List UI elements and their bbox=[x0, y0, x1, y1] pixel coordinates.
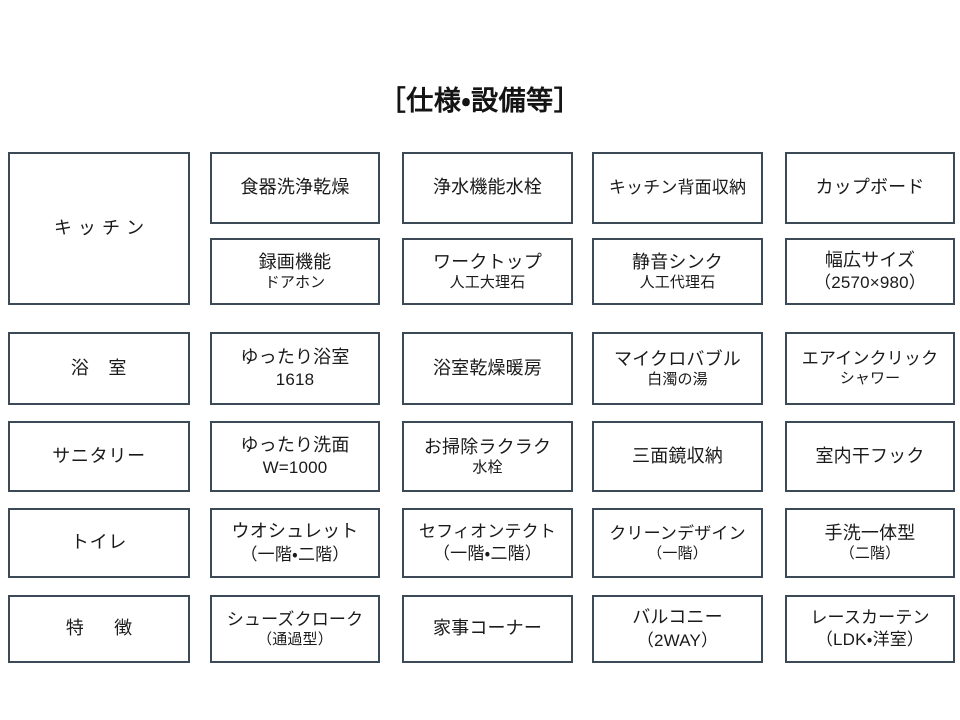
spec-cell-features-1: シューズクローク （通過型） bbox=[210, 595, 380, 663]
spec-cell-sanitary-1: ゆったり洗面 W=1000 bbox=[210, 421, 380, 492]
spec-cell-bathroom-1: ゆったり浴室 1618 bbox=[210, 332, 380, 405]
spec-sub-text: （一階） bbox=[647, 544, 708, 562]
spec-main-text: キッチン背面収納 bbox=[608, 177, 747, 197]
spec-sub-text: （2WAY） bbox=[636, 630, 719, 650]
spec-sub-text: 白濁の湯 bbox=[647, 370, 708, 388]
spec-cell-kitchen-2: 浄水機能水栓 bbox=[402, 152, 573, 224]
spec-sub-text: 水栓 bbox=[472, 458, 503, 476]
spec-cell-sanitary-2: お掃除ラクラク 水栓 bbox=[402, 421, 573, 492]
spec-main-text: 浴室乾燥暖房 bbox=[432, 357, 543, 378]
spec-cell-kitchen-8: 幅広サイズ （2570×980） bbox=[785, 238, 955, 305]
spec-cell-kitchen-5: 録画機能 ドアホン bbox=[210, 238, 380, 305]
spec-cell-kitchen-1: 食器洗浄乾燥 bbox=[210, 152, 380, 224]
spec-sub-text: （2570×980） bbox=[814, 273, 926, 293]
category-cell-kitchen: キッチン bbox=[8, 152, 190, 305]
spec-cell-bathroom-2: 浴室乾燥暖房 bbox=[402, 332, 573, 405]
spec-main-text: シューズクローク bbox=[226, 609, 364, 629]
category-cell-features: 特 徴 bbox=[8, 595, 190, 663]
spec-cell-toilet-4: 手洗一体型 （二階） bbox=[785, 508, 955, 578]
spec-main-text: 静音シンク bbox=[632, 251, 723, 272]
spec-main-text: ワークトップ bbox=[432, 251, 543, 272]
spec-cell-toilet-2: セフィオンテクト （一階・二階） bbox=[402, 508, 573, 578]
specification-grid: キッチン 食器洗浄乾燥 浄水機能水栓 キッチン背面収納 カップボード 録画機能 … bbox=[0, 140, 960, 680]
spec-main-text: 浄水機能水栓 bbox=[432, 177, 543, 198]
spec-main-text: カップボード bbox=[815, 177, 925, 198]
spec-cell-sanitary-3: 三面鏡収納 bbox=[592, 421, 763, 492]
spec-sub-text: シャワー bbox=[839, 370, 901, 388]
category-label: サニタリー bbox=[52, 445, 146, 466]
spec-main-text: 幅広サイズ bbox=[824, 249, 916, 270]
spec-main-text: ウオシュレット bbox=[231, 521, 359, 542]
spec-main-text: セフィオンテクト bbox=[418, 521, 557, 541]
spec-main-text: クリーンデザイン bbox=[609, 523, 746, 543]
spec-sub-text: （通過型） bbox=[257, 630, 333, 648]
spec-main-text: 録画機能 bbox=[258, 251, 332, 272]
spec-sub-text: （二階） bbox=[839, 545, 901, 563]
spec-main-text: エアインクリック bbox=[801, 349, 939, 369]
category-label: 浴 室 bbox=[70, 357, 128, 378]
spec-cell-kitchen-6: ワークトップ 人工大理石 bbox=[402, 238, 573, 305]
spec-cell-features-3: バルコニー （2WAY） bbox=[592, 595, 763, 663]
category-label: トイレ bbox=[70, 532, 128, 553]
spec-sub-text: （一階・二階） bbox=[433, 544, 542, 563]
spec-cell-toilet-3: クリーンデザイン （一階） bbox=[592, 508, 763, 578]
spec-main-text: 食器洗浄乾燥 bbox=[240, 177, 350, 198]
category-label: 特 徴 bbox=[65, 618, 139, 639]
page-title: ［仕様・設備等］ bbox=[378, 86, 582, 116]
spec-main-text: ゆったり浴室 bbox=[240, 346, 350, 367]
spec-cell-bathroom-3: マイクロバブル 白濁の湯 bbox=[592, 332, 763, 405]
category-cell-toilet: トイレ bbox=[8, 508, 190, 578]
spec-cell-features-2: 家事コーナー bbox=[402, 595, 573, 663]
spec-main-text: 室内干フック bbox=[815, 445, 925, 466]
spec-sub-text: W=1000 bbox=[262, 458, 328, 478]
spec-cell-kitchen-7: 静音シンク 人工代理石 bbox=[592, 238, 763, 305]
spec-cell-bathroom-4: エアインクリック シャワー bbox=[785, 332, 955, 405]
spec-main-text: バルコニー bbox=[632, 607, 723, 628]
spec-main-text: ゆったり洗面 bbox=[240, 434, 350, 455]
spec-cell-kitchen-4: カップボード bbox=[785, 152, 955, 224]
category-cell-sanitary: サニタリー bbox=[8, 421, 190, 492]
spec-cell-toilet-1: ウオシュレット （一階・二階） bbox=[210, 508, 380, 578]
spec-main-text: レースカーテン bbox=[810, 607, 930, 627]
spec-cell-sanitary-4: 室内干フック bbox=[785, 421, 955, 492]
spec-sub-text: （LDK・洋室） bbox=[815, 630, 925, 649]
spec-sub-text: 人工大理石 bbox=[449, 273, 526, 291]
spec-main-text: マイクロバブル bbox=[614, 348, 741, 369]
category-label: キッチン bbox=[53, 217, 151, 238]
category-cell-bathroom: 浴 室 bbox=[8, 332, 190, 405]
spec-main-text: 手洗一体型 bbox=[824, 523, 916, 544]
spec-cell-kitchen-3: キッチン背面収納 bbox=[592, 152, 763, 224]
spec-main-text: 家事コーナー bbox=[432, 618, 543, 639]
spec-sub-text: 1618 bbox=[275, 370, 315, 390]
spec-sub-text: 人工代理石 bbox=[639, 273, 716, 291]
spec-main-text: お掃除ラクラク bbox=[423, 436, 552, 457]
spec-cell-features-4: レースカーテン （LDK・洋室） bbox=[785, 595, 955, 663]
spec-sub-text: （一階・二階） bbox=[240, 544, 350, 564]
spec-sub-text: ドアホン bbox=[264, 273, 326, 291]
spec-main-text: 三面鏡収納 bbox=[632, 445, 723, 466]
